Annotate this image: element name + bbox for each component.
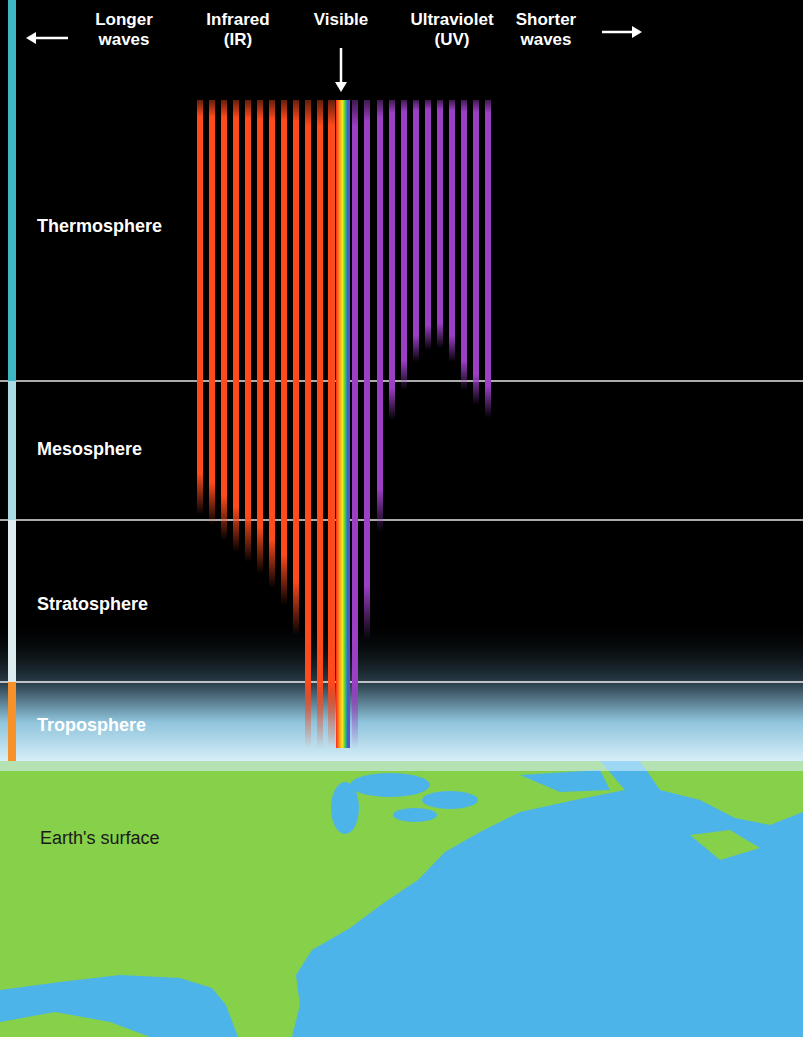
atmosphere-layer: Stratosphere	[0, 520, 803, 682]
earth-surface: Earth's surface	[0, 761, 803, 1037]
atmosphere-layer: Troposphere	[0, 682, 803, 761]
layer-label: Thermosphere	[37, 216, 162, 237]
direction-label: Shorter waves	[501, 10, 591, 49]
atmosphere-layer: Thermosphere	[0, 0, 803, 381]
band-label: Visible	[301, 10, 381, 30]
layer-label: Mesosphere	[37, 439, 142, 460]
band-label: Infrared (IR)	[193, 10, 283, 49]
layer-label: Troposphere	[37, 715, 146, 736]
surface-label: Earth's surface	[40, 828, 160, 849]
atmosphere-layer: Mesosphere	[0, 381, 803, 520]
direction-label: Longer waves	[84, 10, 164, 49]
layer-label: Stratosphere	[37, 594, 148, 615]
band-label: Ultraviolet (UV)	[397, 10, 507, 49]
